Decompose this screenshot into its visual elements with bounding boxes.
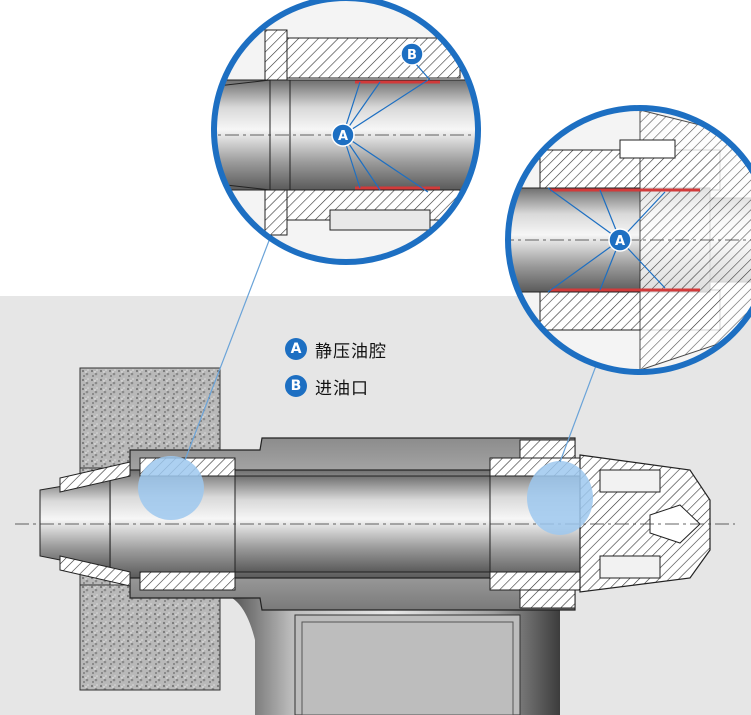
legend-marker-a: A [285, 338, 307, 360]
marker-b-left: B [407, 48, 417, 63]
leader-line-right [559, 354, 601, 463]
legend-item-a: A 静压油腔 [285, 335, 485, 363]
end-cap [579, 454, 711, 593]
detail-circle-left: A B [211, 0, 481, 265]
marker-a-left: A [338, 129, 348, 144]
leader-line-left [184, 224, 276, 461]
legend-marker-b: B [285, 375, 307, 397]
marker-a-right: A [615, 234, 625, 249]
detail-circle-right: A [505, 105, 751, 375]
legend-item-b: B 进油口 [285, 372, 485, 400]
bearing-zone-right [527, 461, 593, 535]
legend-label-a: 静压油腔 [315, 341, 387, 362]
bearing-zone-left [138, 456, 204, 520]
legend-label-b: 进油口 [315, 378, 369, 399]
